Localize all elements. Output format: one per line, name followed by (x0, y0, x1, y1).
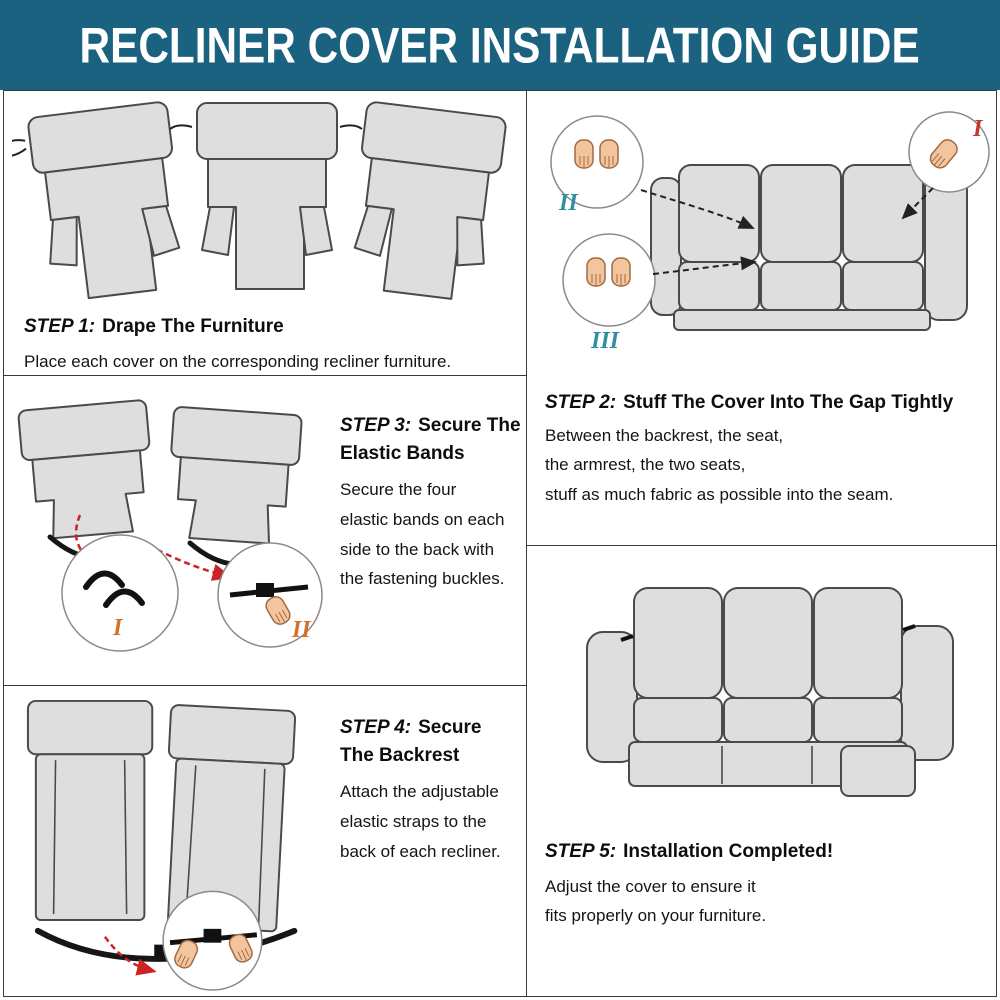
detail-circle-hand-I: I (908, 111, 990, 193)
backrest-cover (170, 406, 303, 545)
step2-panel: II I III (526, 90, 997, 546)
tie-strap (902, 624, 916, 632)
step1-illustration (12, 101, 507, 300)
step2-text-line: Between the backrest, the seat, (545, 425, 784, 445)
step4-title: Secure (418, 717, 482, 738)
step1-text-line: Place each cover on the corresponding re… (24, 351, 452, 371)
step3-text-line: side to the back with (340, 539, 495, 559)
dashed-arrow-red (103, 936, 157, 976)
step4-illustration (26, 699, 298, 991)
step3-text-line: Secure the four (340, 480, 457, 500)
hand-icon (265, 596, 291, 625)
step4-text-line: back of each recliner. (340, 841, 501, 861)
dashed-arrow (640, 189, 755, 229)
step5-panel: STEP 5: Installation Completed! Adjust th… (526, 545, 997, 997)
detail-circle-hands-II: II (550, 115, 644, 216)
detail-circle-buckle: II (217, 542, 323, 648)
marker-II: II (291, 617, 312, 643)
step3-heading: STEP 3: Secure The Elastic Bands (340, 412, 522, 467)
step3-text-line: the fastening buckles. (340, 569, 505, 589)
page-title: RECLINER COVER INSTALLATION GUIDE (79, 16, 921, 74)
step3-title: Elastic Bands (340, 442, 465, 464)
marker-II: II (558, 190, 579, 216)
backrest-cover (17, 399, 151, 540)
step4-text-line: elastic straps to the (340, 811, 487, 831)
step3-body: Secure the four elastic bands on each si… (340, 475, 522, 594)
backrest-cover (26, 699, 154, 921)
step4-label: STEP 4: (340, 717, 412, 738)
hand-icon (929, 139, 958, 169)
step1-body: Place each cover on the corresponding re… (24, 347, 451, 377)
step5-text-line: fits properly on your furniture. (545, 906, 767, 926)
step4-title: The Backrest (340, 744, 460, 766)
hand-icon (228, 933, 253, 963)
step1-panel: STEP 1: Drape The Furniture Place each co… (3, 90, 527, 376)
step4-heading: STEP 4: Secure The Backrest (340, 714, 522, 769)
hand-icon (586, 257, 606, 287)
hand-icon (599, 139, 619, 169)
step5-label: STEP 5: (545, 841, 617, 862)
step3-illustration: I II (17, 399, 323, 652)
step2-label: STEP 2: (545, 392, 617, 413)
step4-body: Attach the adjustable elastic straps to … (340, 777, 522, 866)
cover-piece-right (353, 101, 507, 300)
cover-piece-middle (169, 102, 363, 290)
step4-panel: STEP 4: Secure The Backrest Attach the ad… (3, 685, 527, 997)
step3-panel: I II STEP 3: Secure The Elastic Bands Sec… (3, 375, 527, 686)
step2-heading: STEP 2: Stuff The Cover Into The Gap Tigh… (545, 389, 953, 417)
step2-text-line: the armrest, the two seats, (545, 455, 746, 475)
marker-I: I (112, 615, 124, 641)
step5-illustration (586, 587, 954, 797)
step5-title: Installation Completed! (623, 841, 834, 862)
step3-text-line: elastic bands on each (340, 509, 505, 529)
step2-text-line: stuff as much fabric as possible into th… (545, 485, 894, 505)
step4-text-line: Attach the adjustable (340, 782, 499, 802)
step5-body: Adjust the cover to ensure it fits prope… (545, 872, 833, 932)
detail-circle-hands-III: III (562, 233, 656, 354)
hand-icon (174, 939, 199, 969)
marker-I: I (972, 116, 984, 142)
step1-title: Drape The Furniture (102, 316, 284, 337)
marker-III: III (590, 328, 621, 354)
hand-icon (574, 139, 594, 169)
step5-text-line: Adjust the cover to ensure it (545, 876, 756, 896)
detail-circle-fasten (162, 890, 263, 991)
step1-label: STEP 1: (24, 316, 96, 337)
step2-illustration: II I III (550, 111, 990, 354)
detail-circle-hooks: I (61, 534, 179, 652)
hand-icon (611, 257, 631, 287)
step5-heading: STEP 5: Installation Completed! (545, 838, 833, 866)
covered-sofa-illustration (586, 587, 954, 797)
dashed-arrow (901, 187, 934, 220)
cover-piece-left (12, 101, 181, 300)
step2-title: Stuff The Cover Into The Gap Tightly (623, 392, 954, 413)
step2-body: Between the backrest, the seat, the armr… (545, 421, 953, 510)
step1-heading: STEP 1: Drape The Furniture (24, 313, 451, 341)
header-banner: RECLINER COVER INSTALLATION GUIDE (0, 0, 1000, 90)
recliner-sofa-illustration (650, 164, 968, 331)
step3-title: Secure The (418, 415, 521, 436)
backrest-cover (166, 704, 297, 933)
tie-strap (620, 634, 634, 642)
dashed-arrow (652, 256, 757, 275)
step3-label: STEP 3: (340, 415, 412, 436)
